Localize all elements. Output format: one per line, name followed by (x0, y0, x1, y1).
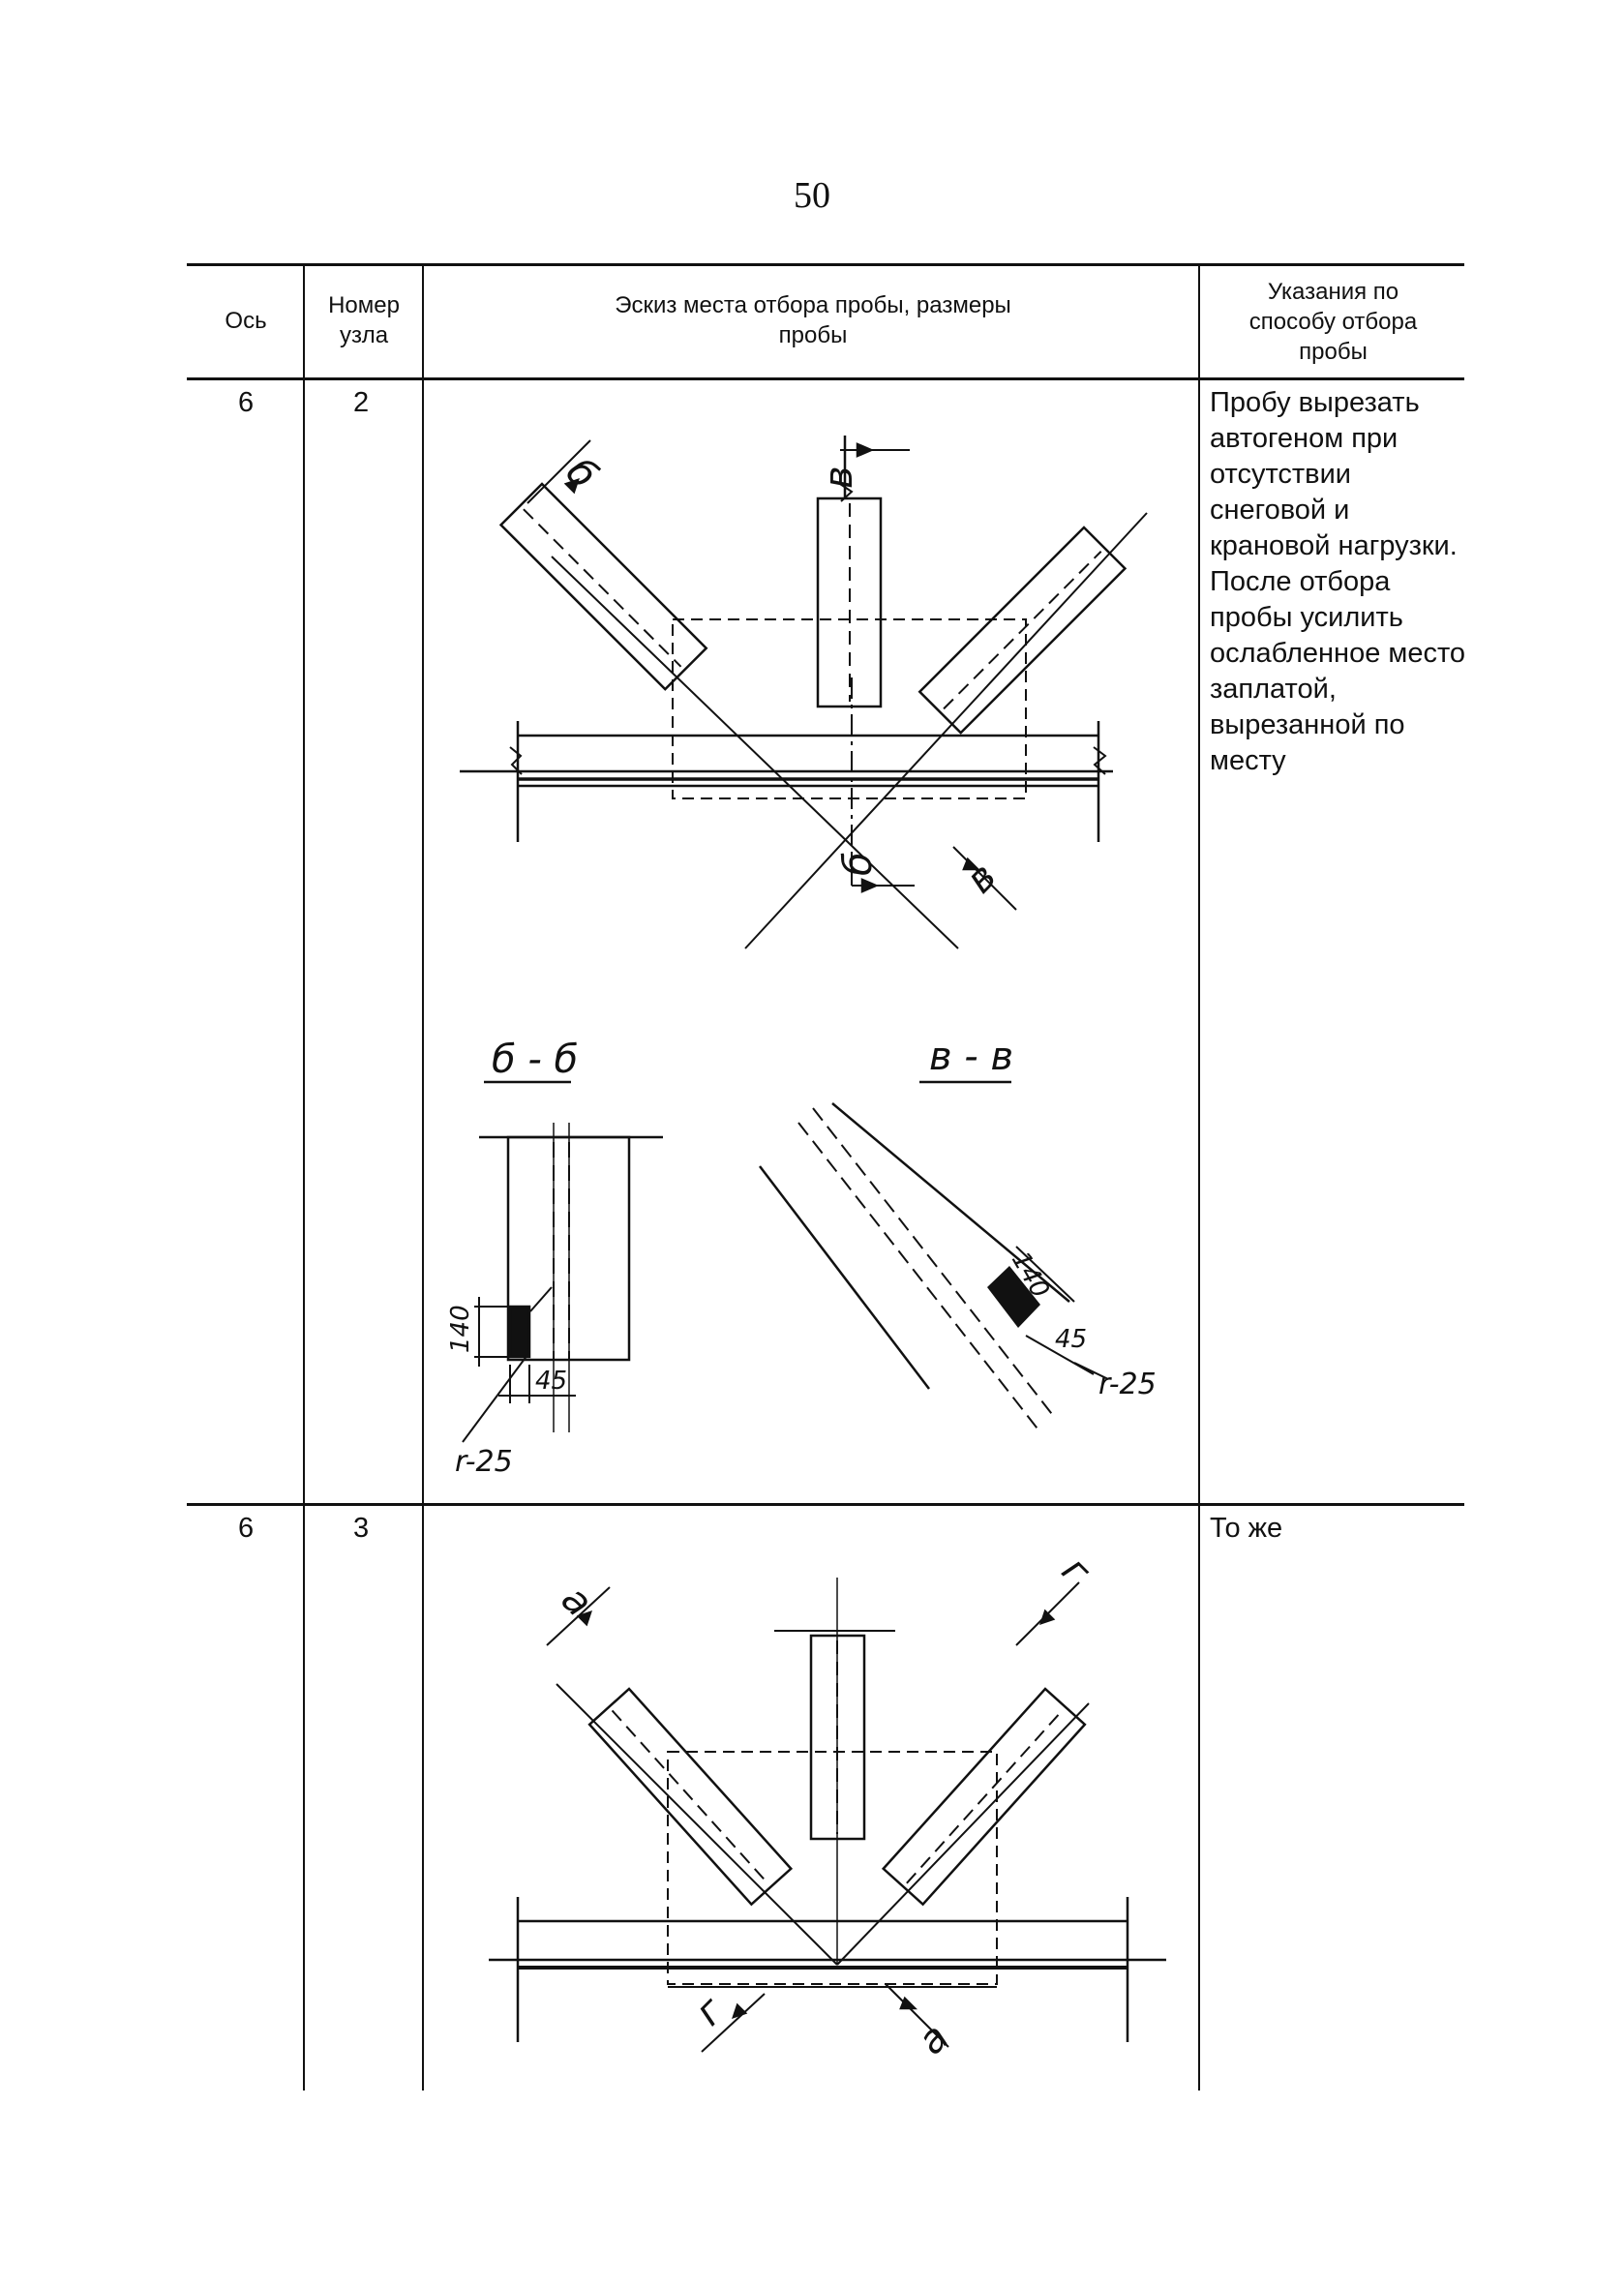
page-number: 50 (794, 175, 830, 216)
section-v-v-title: в - в (929, 1035, 1013, 1079)
node-3-section-label-3: г (687, 1988, 734, 2034)
section-b-b-radius: r-25 (455, 1445, 513, 1479)
column-divider-3 (1198, 263, 1200, 2090)
row-2-node: 3 (353, 1513, 370, 1544)
header-sketch: Эскиз места отбора пробы, размеры пробы (615, 292, 1011, 348)
node-2-main-sketch: б в б в (460, 436, 1148, 949)
section-v-v-radius: r-25 (1098, 1368, 1157, 1401)
table-top-border (187, 263, 1464, 266)
section-v-v: в - в 140 45 r-25 (759, 1035, 1157, 1433)
node-2-section-label-3: б (836, 852, 881, 876)
header-instructions: Указания по способу отбора пробы (1248, 279, 1418, 365)
header-bottom-border (187, 377, 1464, 380)
row-2-instructions: То же (1210, 1513, 1283, 1544)
section-v-v-dim-width: 45 (1055, 1325, 1087, 1354)
column-divider-2 (422, 263, 424, 2090)
section-b-b-title: б - б (492, 1038, 578, 1082)
section-b-b-dim-width: 45 (535, 1367, 567, 1396)
row-1-node: 2 (353, 387, 370, 418)
row-1-instructions: Пробу вырезать автогеном при отсутствии … (1210, 387, 1466, 776)
column-divider-1 (303, 263, 305, 2090)
row-divider (187, 1503, 1464, 1506)
node-2-section-label-2: в (817, 466, 861, 489)
node-3-section-label-4: а (910, 2015, 958, 2063)
section-b-b-dim-height: 140 (446, 1305, 475, 1353)
node-2-section-label-4: в (958, 855, 1006, 902)
header-node-number: Номер узла (328, 292, 400, 348)
row-2-axis: 6 (238, 1513, 255, 1544)
row-1-axis: 6 (238, 387, 255, 418)
header-axis: Ось (225, 308, 267, 334)
node-3-section-label-2: г (1053, 1549, 1099, 1595)
node-3-main-sketch: а г г а (489, 1549, 1166, 2063)
node-2-section-label-1: б (557, 450, 606, 498)
section-b-b: б - б 140 45 r-25 (446, 1038, 663, 1479)
